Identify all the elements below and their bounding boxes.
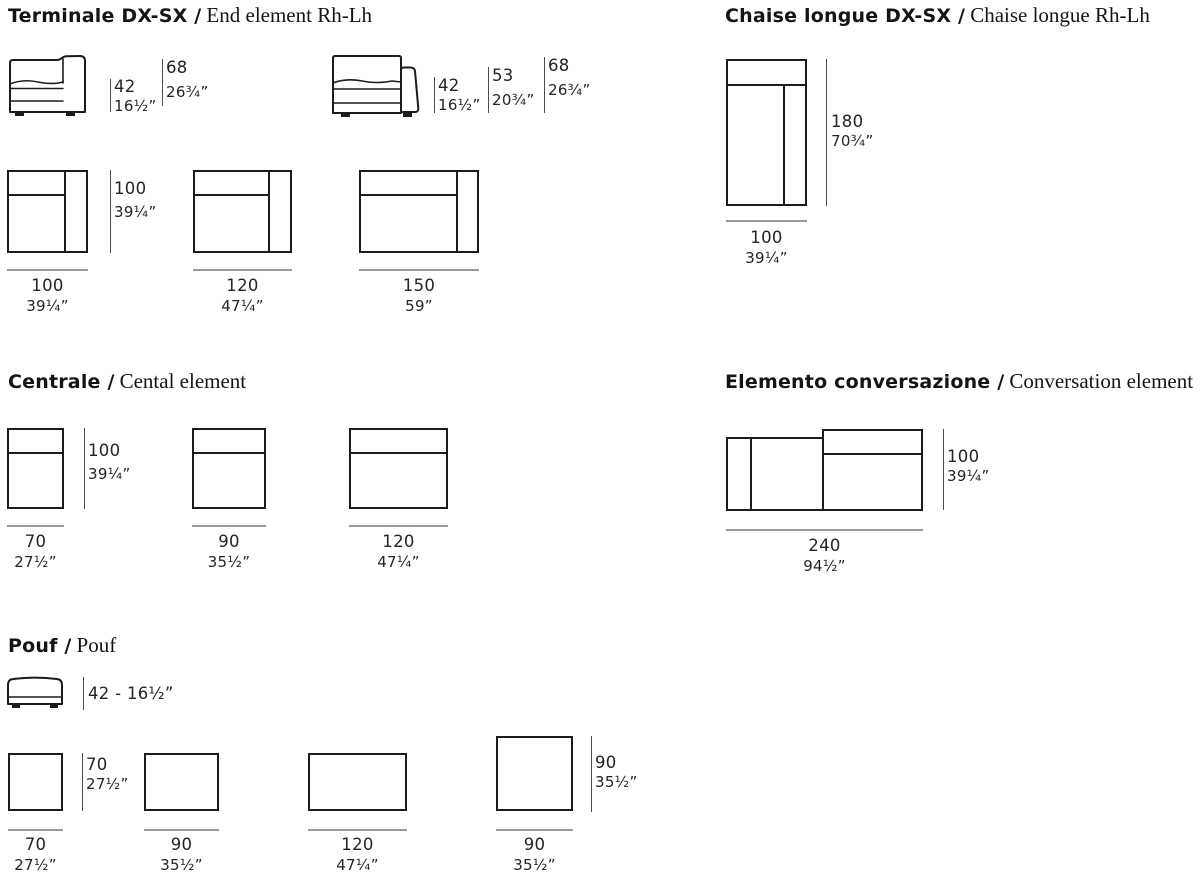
dimension-line	[544, 57, 545, 113]
dimension-line	[83, 677, 84, 710]
section-title-centrale: Centrale /Cental element	[8, 369, 246, 394]
width-underline	[7, 269, 88, 271]
pouf-width-label-1: 70 27½”	[14, 835, 57, 874]
terminale-depth-dimension: 100 39¼”	[114, 179, 157, 221]
conversazione-left-part	[726, 437, 824, 511]
width-underline	[192, 525, 266, 527]
width-underline	[8, 829, 63, 831]
width-underline	[496, 829, 573, 831]
chaise-width-label: 100 39¼”	[745, 228, 788, 267]
title-italian: Centrale /	[8, 371, 115, 393]
section-title-conversazione: Elemento conversazione /Conversation ele…	[725, 369, 1193, 394]
pouf-depth-dimension-4: 90 35½”	[595, 753, 638, 791]
conversazione-top-view	[726, 429, 923, 511]
dimension-line	[162, 59, 163, 106]
pouf-side-view	[7, 676, 63, 708]
armrest-divider	[456, 172, 458, 251]
dimension-line	[488, 67, 489, 113]
backrest-line	[824, 453, 921, 455]
terminale-width-label-3: 150 59”	[402, 276, 436, 315]
centrale-width-label-3: 120 47¼”	[377, 532, 420, 571]
pouf-height-dimension: 42 - 16½”	[88, 684, 174, 703]
armrest-divider	[64, 172, 66, 251]
title-italian: Terminale DX-SX /	[8, 5, 202, 27]
title-italian: Elemento conversazione /	[725, 371, 1005, 393]
backrest-line	[351, 452, 446, 454]
dimension-line	[110, 170, 111, 253]
title-english: Conversation element	[1009, 369, 1194, 393]
width-underline	[359, 269, 479, 271]
terminale-top-view-150	[359, 170, 479, 253]
conversazione-right-part	[822, 429, 923, 511]
pouf-top-view-90x90	[496, 736, 573, 811]
end-element-side-view-1	[9, 55, 86, 116]
centrale-top-view-70	[7, 428, 64, 509]
width-underline	[144, 829, 219, 831]
dimension-line	[82, 753, 83, 811]
section-title-pouf: Pouf /Pouf	[8, 633, 116, 658]
width-underline	[726, 529, 923, 531]
pouf-width-label-2: 90 35½”	[160, 835, 203, 874]
backrest-line	[728, 84, 805, 86]
centrale-width-label-1: 70 27½”	[14, 532, 57, 571]
pouf-depth-dimension-1: 70 27½”	[86, 755, 129, 793]
side1-total-height-dimension: 68 26¾”	[166, 58, 209, 101]
chaise-top-view	[726, 59, 807, 206]
conversazione-width-label: 240 94½”	[803, 536, 846, 575]
dimension-line	[591, 736, 592, 812]
dimension-line	[110, 79, 111, 112]
width-underline	[726, 220, 807, 222]
dimension-line	[826, 59, 827, 206]
backrest-line	[194, 452, 264, 454]
pouf-width-label-3: 120 47¼”	[336, 835, 379, 874]
title-italian: Chaise longue DX-SX /	[725, 5, 966, 27]
width-underline	[193, 269, 292, 271]
backrest-line	[9, 194, 64, 196]
backrest-line	[9, 452, 62, 454]
centrale-width-label-2: 90 35½”	[207, 532, 251, 571]
centrale-top-view-90	[192, 428, 266, 509]
side2-arm-height-dimension: 53 20¾”	[492, 66, 535, 109]
title-english: Cental element	[119, 369, 247, 393]
side1-height-dimension: 42 16½”	[114, 77, 157, 115]
chaise-depth-dimension: 180 70¾”	[831, 112, 874, 150]
backrest-line	[195, 194, 268, 196]
width-underline	[349, 525, 448, 527]
title-italian: Pouf /	[8, 635, 72, 657]
centrale-top-view-120	[349, 428, 448, 509]
side2-seat-height-dimension: 42 16½”	[438, 76, 481, 114]
dimension-line	[84, 428, 85, 509]
pouf-width-label-4: 90 35½”	[513, 835, 556, 874]
title-english: Pouf	[76, 633, 117, 657]
terminale-width-label-1: 100 39¼”	[26, 276, 69, 315]
side2-back-height-dimension: 68 26¾”	[548, 56, 591, 99]
width-underline	[308, 829, 407, 831]
backrest-line	[361, 194, 456, 196]
armrest-divider	[750, 439, 752, 509]
section-title-terminale: Terminale DX-SX /End element Rh-Lh	[8, 3, 372, 28]
terminale-top-view-100	[7, 170, 88, 253]
title-english: Chaise longue Rh-Lh	[970, 3, 1150, 27]
terminale-top-view-120	[193, 170, 292, 253]
terminale-width-label-2: 120 47¼”	[221, 276, 264, 315]
pouf-top-view-120	[308, 753, 407, 811]
end-element-side-view-2	[332, 55, 420, 117]
centrale-depth-dimension: 100 39¼”	[88, 441, 131, 483]
title-english: End element Rh-Lh	[206, 3, 373, 27]
conversazione-depth-dimension: 100 39¼”	[947, 447, 990, 485]
pouf-top-view-90	[144, 753, 219, 811]
dimension-line	[943, 429, 944, 510]
armrest-divider	[783, 86, 785, 204]
armrest-divider	[268, 172, 270, 251]
dimension-line	[434, 77, 435, 113]
width-underline	[7, 525, 64, 527]
pouf-top-view-70x70	[8, 753, 63, 811]
section-title-chaise: Chaise longue DX-SX /Chaise longue Rh-Lh	[725, 3, 1150, 28]
